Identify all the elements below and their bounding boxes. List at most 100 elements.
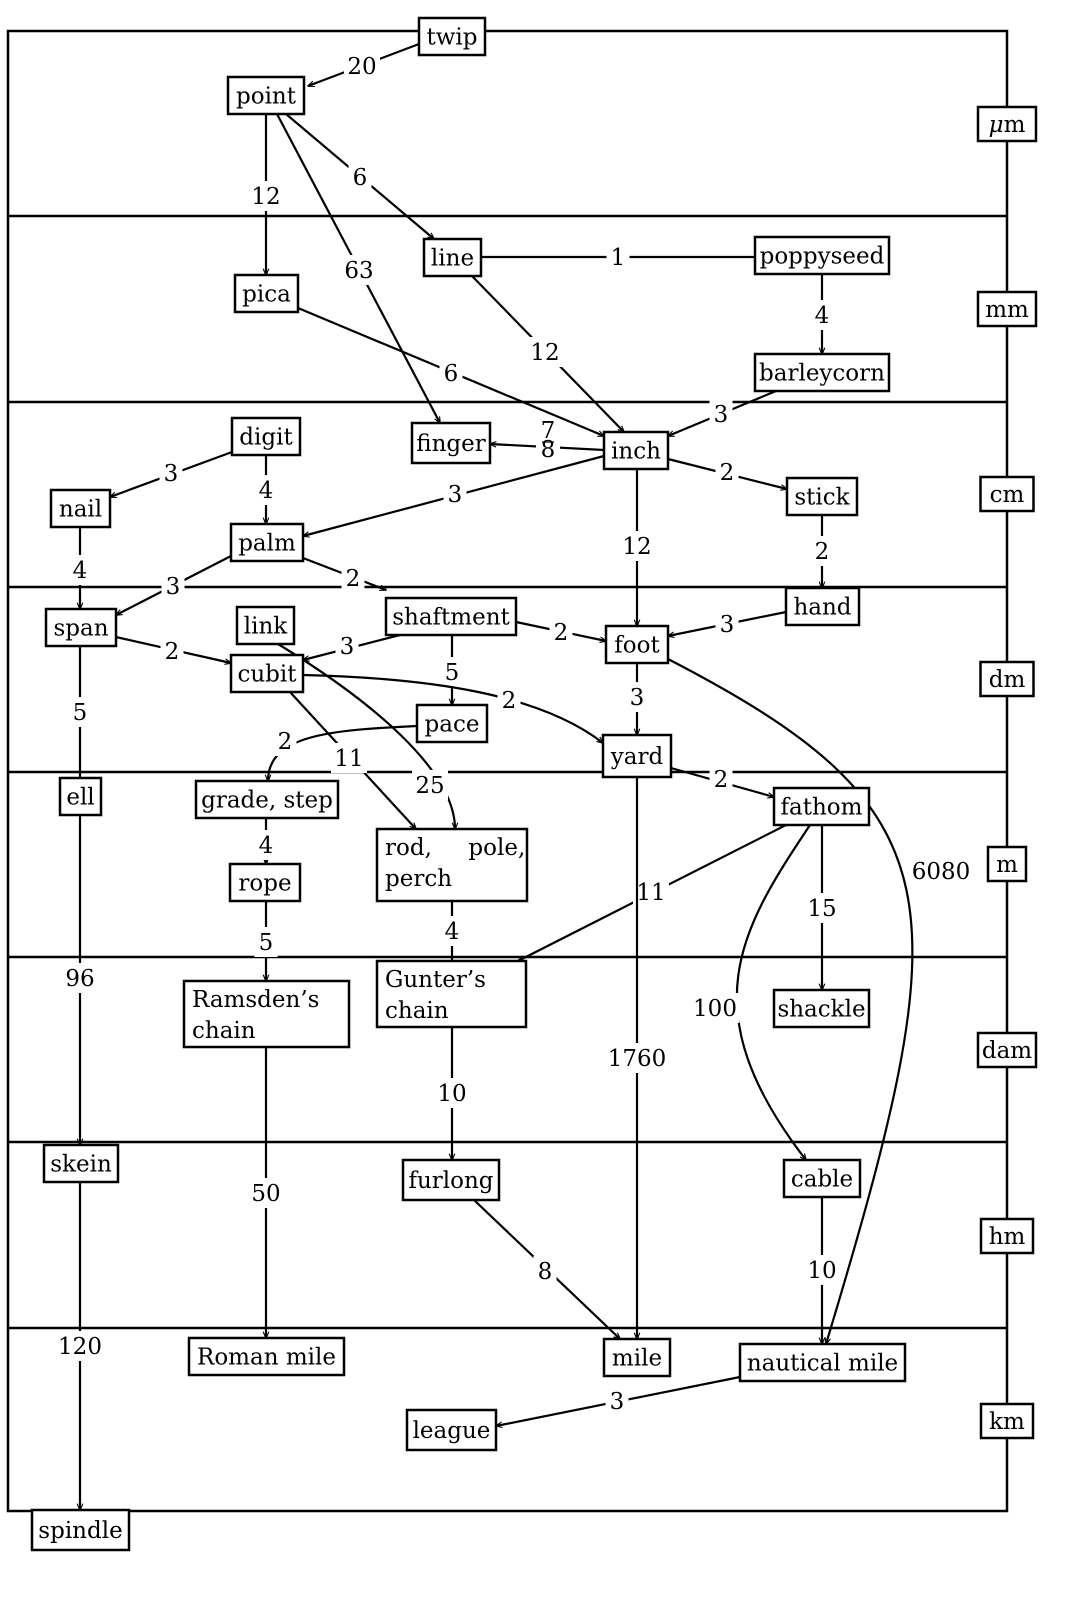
edge-pica-to-inch: 6 [297,306,604,438]
edge-label: 1 [611,245,626,271]
node-romanmile: Roman mile [187,1336,346,1377]
node-box [384,596,518,637]
node-label-line: Ramsden’s [192,987,319,1013]
edge-cubit-to-rod: 11 [289,691,416,829]
node-label: ell [66,785,94,811]
edge-label: 4 [259,478,274,504]
node-box [785,476,859,517]
node-label: nautical mile [747,1351,898,1377]
edge-span-to-ell: 5 [68,646,92,778]
edge-label: 10 [437,1081,466,1107]
node-box [44,607,118,648]
edge-shaftment-to-pace: 5 [440,635,464,705]
node-box [375,959,528,1029]
node-box [228,862,302,903]
node-label-line: perch [385,866,452,892]
node-label-line: Gunter’s [385,967,486,993]
edge-point-to-line: 6 [285,113,434,239]
scale-label-text: cm [990,482,1025,508]
edge-link-to-rod: 25 [277,643,455,829]
node-pica: pica [233,273,300,314]
node-label: link [244,614,289,640]
node-label: rope [238,871,291,897]
node-box [772,786,871,827]
node-label: point [236,84,297,110]
edge-line [667,658,914,1344]
edge-line [735,824,811,1160]
node-box [49,488,112,529]
node-box [187,1336,346,1377]
node-label: pica [242,282,291,308]
node-label: foot [614,633,660,659]
node-nail: nail [49,488,112,529]
edge-shaftment-to-foot: 2 [515,617,606,647]
node-box [30,1508,131,1552]
edge-label: 3 [340,634,355,660]
edge-pace-to-grade: 2 [268,724,418,781]
scale-label-text: dam [982,1038,1032,1064]
node-palm: palm [229,522,305,563]
node-point: point [226,75,306,116]
node-label: span [53,616,108,642]
scale-label-1: mm [976,290,1038,328]
edge-inch-to-finger: 78 [490,418,605,463]
edge-fathom-to-shackle: 15 [804,825,840,990]
edge-cable-to-nauticalmile: 10 [804,1197,840,1344]
edge-label: 2 [346,566,361,592]
edge-label: 100 [693,996,737,1022]
scale-label-5: dam [976,1031,1038,1069]
node-ell: ell [58,776,103,817]
edge-stick-to-hand: 2 [810,515,834,588]
scale-label-0: μm [976,105,1038,143]
node-box [194,779,340,820]
node-label: inch [611,439,661,465]
node-rope: rope [228,862,302,903]
edge-label: 4 [73,558,88,584]
edge-hand-to-foot: 3 [668,609,787,639]
node-barleycorn: barleycorn [753,352,891,393]
scale-label-text: mm [985,297,1029,323]
node-box [226,75,306,116]
edge-inch-to-foot: 12 [619,469,655,626]
node-foot: foot [604,624,670,665]
node-label: line [431,246,474,272]
edge-skein-to-spindle: 120 [55,1182,105,1510]
scale-label-text: μm [989,112,1026,138]
node-label: league [413,1418,491,1444]
node-box [415,703,489,744]
edge-cubit-to-yard: 2 [302,673,603,743]
scale-label-text: dm [989,667,1026,693]
node-league: league [405,1408,498,1452]
node-label: digit [239,425,293,451]
edge-label: 2 [278,729,293,755]
edge-nauticalmile-to-league: 3 [496,1375,741,1426]
edge-label: 2 [554,620,569,646]
edge-foot-to-yard: 3 [625,663,649,735]
node-box [784,586,861,627]
edge-ramsden-to-romanmile: 50 [248,1047,284,1338]
edge-label: 4 [815,303,830,329]
node-label: twip [426,25,477,51]
edge-label: 3 [714,402,729,428]
edge-digit-to-palm: 4 [254,455,278,524]
node-box [753,235,891,276]
node-label: stick [794,485,850,511]
node-shaftment: shaftment [384,596,518,637]
node-label: hand [793,595,851,621]
edge-gunter-to-furlong: 10 [434,1027,470,1160]
node-cubit: cubit [229,653,305,694]
edge-inch-to-stick: 2 [667,457,787,489]
node-label: pace [425,712,480,738]
edge-rope-to-ramsden: 5 [254,901,278,981]
node-label: finger [416,431,485,457]
edge-foot-to-nauticalmile: 6080 [667,658,972,1344]
node-span: span [44,607,118,648]
node-label: shaftment [392,605,510,631]
edge-label: 5 [445,660,460,686]
node-box [182,979,351,1049]
scale-label-4: m [986,845,1028,883]
